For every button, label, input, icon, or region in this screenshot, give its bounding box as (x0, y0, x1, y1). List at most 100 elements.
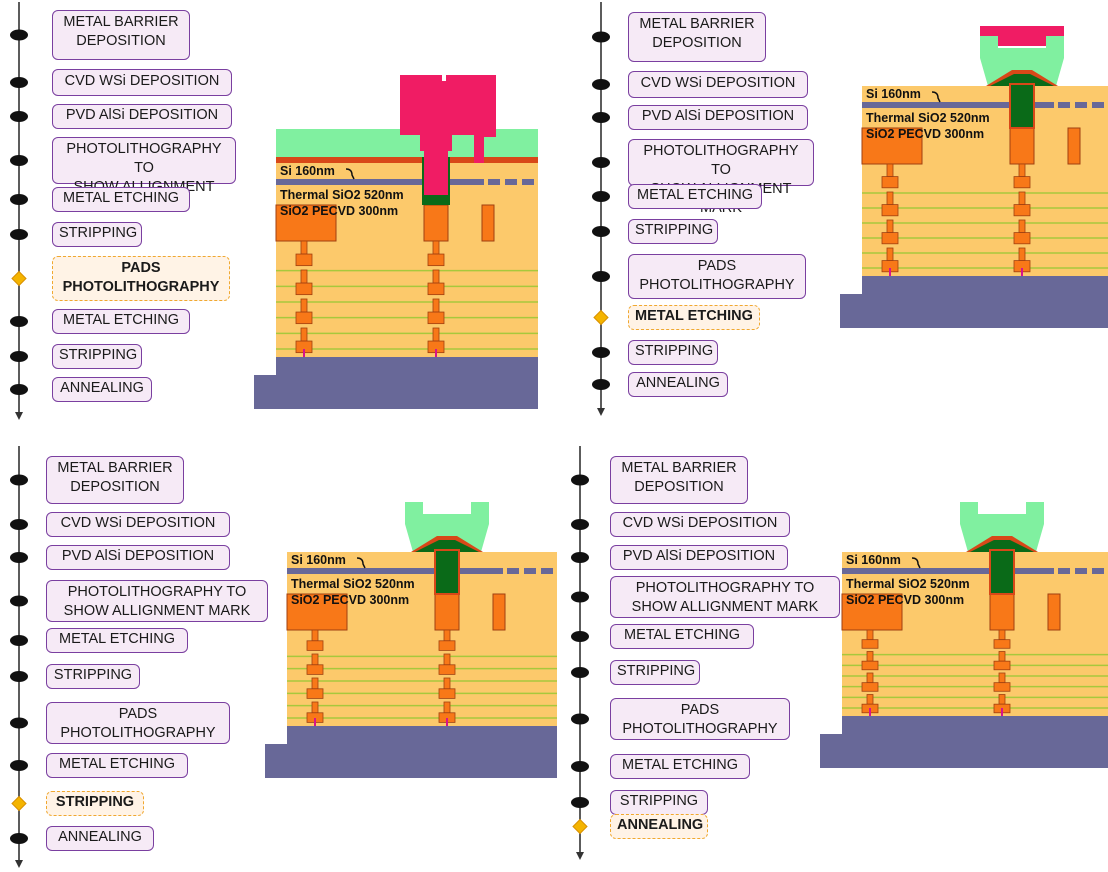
via-land (993, 660, 1011, 671)
wsi-pad (415, 540, 479, 552)
si-dash (541, 568, 553, 574)
pecvd-label: SiO2 PECVD 300nm (291, 593, 409, 607)
step-marker-icon (10, 29, 28, 41)
via-neck (1018, 247, 1026, 262)
pecvd-label: SiO2 PECVD 300nm (866, 127, 984, 141)
step-item: PHOTOLITHOGRAPHY TO SHOW ALLIGNMENT MARK (610, 576, 840, 618)
si-label: Si 160nm (280, 164, 335, 178)
step-item: STRIPPING (628, 219, 718, 244)
wsi-pad (970, 540, 1034, 552)
via-neck (443, 653, 451, 666)
step-marker-icon (10, 595, 28, 607)
via-neck (311, 677, 319, 690)
via-land (861, 682, 879, 692)
step-item: METAL BARRIER DEPOSITION (610, 456, 748, 504)
via-land (295, 311, 313, 325)
step-item: METAL ETCHING (46, 628, 188, 653)
thermal-label: Thermal SiO2 520nm (846, 577, 970, 591)
via-neck (866, 629, 874, 641)
step-marker-icon (592, 271, 610, 282)
step-item: PHOTOLITHOGRAPHY TO SHOW ALLIGNMENT MARK (46, 580, 268, 622)
pecvd-label: SiO2 PECVD 300nm (846, 593, 964, 607)
via-land (861, 639, 879, 649)
via-neck (886, 163, 894, 178)
step-item: ANNEALING (628, 372, 728, 397)
via-neck (1018, 219, 1026, 234)
step-current: ANNEALING (610, 814, 708, 839)
current-step-marker-icon (593, 309, 609, 326)
step-item: METAL ETCHING (610, 754, 750, 779)
timeline-arrow-icon (15, 412, 23, 420)
step-item: PVD AlSi DEPOSITION (52, 104, 232, 129)
via-neck (886, 247, 894, 262)
via-land (993, 639, 1011, 649)
si-label: Si 160nm (866, 87, 921, 101)
step-item: METAL ETCHING (52, 309, 190, 334)
step-marker-icon (10, 111, 28, 122)
wsi-via (989, 549, 1015, 595)
si-pointer-icon (911, 557, 921, 569)
thermal-label: Thermal SiO2 520nm (280, 188, 404, 202)
step-marker-icon (571, 667, 589, 678)
oxide-stack (842, 552, 1108, 716)
step-marker-icon (592, 379, 610, 390)
step-item: STRIPPING (52, 344, 142, 369)
via-land (295, 253, 313, 267)
step-item: PHOTOLITHOGRAPHY TO SHOW ALLIGNMENT MARK (52, 137, 236, 214)
si-dash (522, 179, 534, 185)
si-layer (276, 179, 484, 185)
step-item: PHOTOLITHOGRAPHY TO SHOW ALLIGNMENT MARK (628, 139, 814, 216)
step-item: PADS PHOTOLITHOGRAPHY (610, 698, 790, 740)
step-marker-icon (10, 155, 28, 166)
timeline-4 (571, 446, 589, 860)
substrate (820, 716, 1108, 768)
via-neck (311, 701, 319, 714)
step-item: METAL ETCHING (628, 184, 762, 209)
via-neck (300, 269, 308, 284)
via-neck (300, 298, 308, 313)
current-step-marker-icon (572, 818, 588, 835)
step-marker-icon (592, 157, 610, 168)
step-item: METAL ETCHING (610, 624, 754, 649)
step-item: STRIPPING (610, 660, 700, 685)
via-neck (866, 651, 874, 662)
via-land (993, 682, 1011, 692)
via-land (295, 282, 313, 296)
copper-plug (423, 204, 449, 242)
step-marker-icon (10, 552, 28, 563)
wsi-pad (990, 74, 1054, 86)
step-marker-icon (592, 79, 610, 90)
alsi-pad (960, 502, 1044, 552)
via-neck (1018, 191, 1026, 206)
step-marker-icon (10, 316, 28, 327)
oxide-stack (862, 86, 1108, 276)
step-marker-icon (592, 347, 610, 358)
via-land (1013, 176, 1031, 189)
via-land (1013, 232, 1031, 245)
copper-bar (492, 593, 506, 631)
step-marker-icon (10, 351, 28, 362)
si-dash (1092, 102, 1104, 108)
step-item: STRIPPING (610, 790, 708, 815)
via-neck (300, 327, 308, 342)
current-step-marker-icon (11, 795, 27, 812)
step-marker-icon (10, 229, 28, 240)
via-land (881, 176, 899, 189)
si-dash (1058, 102, 1070, 108)
step-item: PADS PHOTOLITHOGRAPHY (628, 254, 806, 299)
timeline-3 (10, 446, 28, 868)
si-label: Si 160nm (291, 553, 346, 567)
step-marker-icon (592, 31, 610, 43)
step-marker-icon (10, 760, 28, 771)
si-pointer-icon (345, 168, 355, 180)
step-marker-icon (10, 833, 28, 844)
si-dash (1075, 102, 1087, 108)
via-neck (432, 240, 440, 255)
si-label: Si 160nm (846, 553, 901, 567)
timeline-arrow-icon (15, 860, 23, 868)
alsi-pad (980, 36, 1064, 86)
